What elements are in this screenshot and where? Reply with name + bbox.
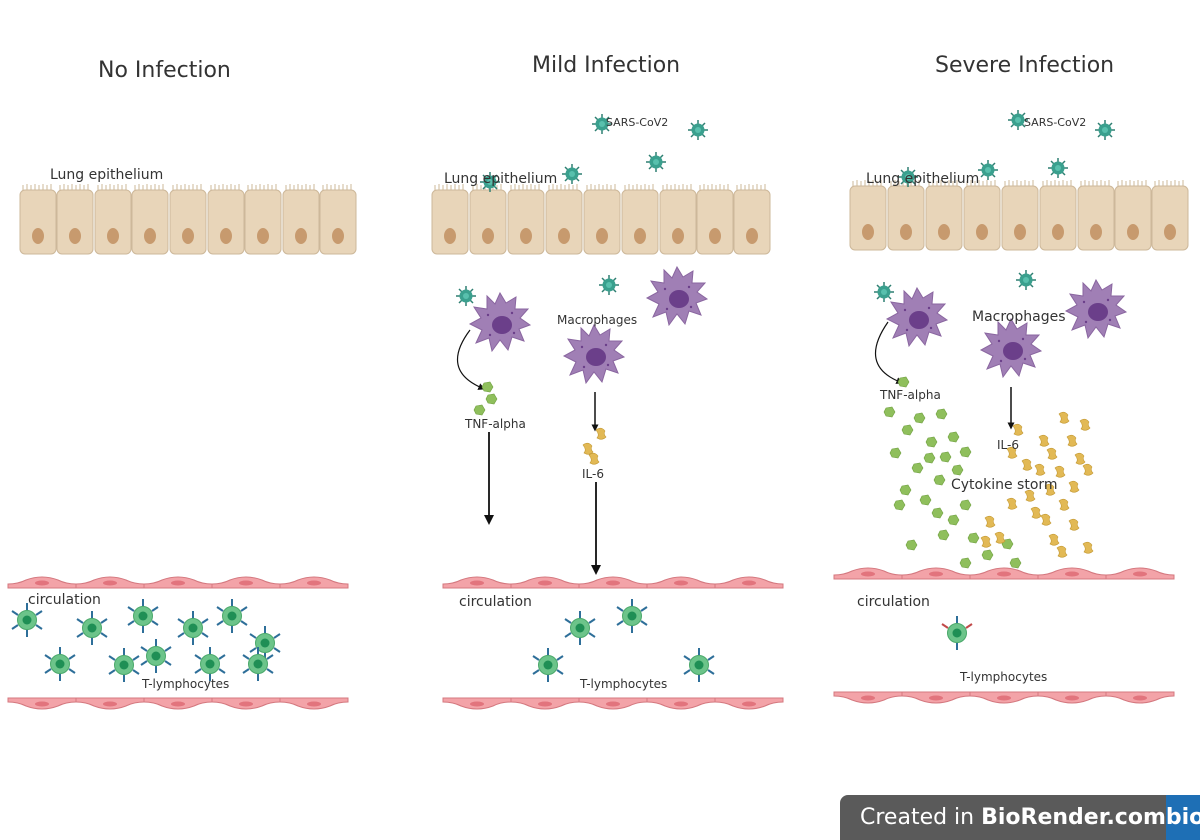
title-no-infection: No Infection (98, 58, 231, 83)
curve-arrow-tnf-mild (456, 329, 486, 390)
title-mild-infection: Mild Infection (532, 53, 681, 78)
t-lymphocytes-mild-infection (532, 598, 715, 683)
biorender-credit: Created in BioRender.com (840, 805, 1166, 830)
label-tnf-alpha-severe: TNF-alpha (880, 388, 941, 402)
label-lung-epithelium-severe: Lung epithelium (866, 171, 980, 187)
tnf-alpha-mild (473, 381, 498, 416)
label-il6-mild: IL-6 (582, 467, 604, 481)
biorender-logo-icon: bio (1165, 795, 1200, 840)
macrophages-severe-infection (886, 279, 1127, 378)
epithelium-no-infection (19, 183, 357, 255)
label-t-lymphocytes-no-infection: T-lymphocytes (142, 677, 230, 691)
il6-mild (582, 427, 607, 465)
t-lymphocytes-severe-infection (941, 615, 973, 651)
label-sars-cov2-severe: SARS-CoV2 (1024, 116, 1087, 129)
label-macrophages-mild: Macrophages (557, 313, 638, 327)
label-circulation-severe: circulation (857, 594, 930, 610)
label-macrophages-severe: Macrophages (972, 309, 1066, 325)
label-il6-severe: IL-6 (997, 438, 1019, 452)
credit-prefix: Created in (860, 805, 982, 830)
label-sars-cov2-mild: SARS-CoV2 (606, 116, 669, 129)
label-cytokine-storm: Cytokine storm (951, 477, 1058, 493)
credit-brand: BioRender.com (981, 805, 1166, 830)
vessel-bottom-severe-infection (833, 691, 1175, 704)
label-lung-epithelium-mild: Lung epithelium (444, 171, 558, 187)
t-lymphocytes-no-infection (11, 598, 281, 683)
label-lung-epithelium-no-infection: Lung epithelium (50, 167, 164, 183)
vessel-bottom-mild-infection (442, 697, 784, 710)
title-severe-infection: Severe Infection (935, 53, 1115, 78)
label-circulation-no-infection: circulation (28, 592, 101, 608)
vessel-top-severe-infection (833, 567, 1175, 580)
epithelium-mild-infection (431, 183, 771, 255)
vessel-top-no-infection (7, 576, 349, 589)
vessel-top-mild-infection (442, 576, 784, 589)
vessel-bottom-no-infection (7, 697, 349, 710)
label-circulation-mild: circulation (459, 594, 532, 610)
label-t-lymphocytes-mild: T-lymphocytes (580, 677, 668, 691)
curve-arrow-tnf-severe (874, 321, 904, 384)
label-tnf-alpha-mild: TNF-alpha (465, 417, 526, 431)
biorender-badge[interactable]: Created in BioRender.com bio (840, 795, 1200, 840)
label-t-lymphocytes-severe: T-lymphocytes (960, 670, 1048, 684)
epithelium-severe-infection (849, 179, 1189, 251)
